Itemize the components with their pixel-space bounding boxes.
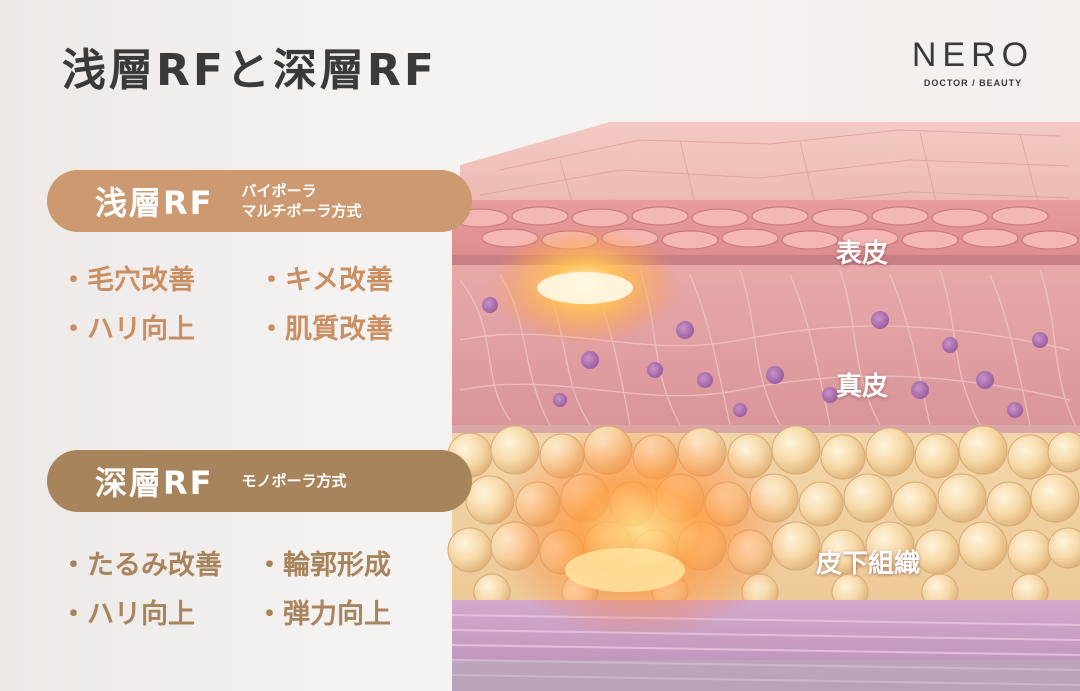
shallow-rf-title: 浅層RF bbox=[95, 184, 214, 222]
skin-layers-graphic bbox=[447, 122, 1080, 691]
effect-item: ・輪郭形成 bbox=[256, 550, 391, 581]
effect-item: ・弾力向上 bbox=[256, 599, 391, 630]
deep-rf-title: 深層RF bbox=[95, 464, 214, 502]
page-title: 浅層RFと深層RF bbox=[62, 45, 437, 96]
shallow-rf-method: バイポーラ bbox=[241, 182, 317, 200]
effect-item: ・たるみ改善 bbox=[60, 550, 222, 581]
epidermis-label: 表皮 bbox=[836, 239, 889, 269]
effect-item: ・ハリ向上 bbox=[60, 314, 195, 345]
shallow-rf-effects: ・毛穴改善 ・キメ改善 ・ハリ向上 ・肌質改善 bbox=[60, 258, 458, 346]
shallow-rf-methods: バイポーラ マルチポーラ方式 bbox=[242, 181, 362, 221]
skin-layer-illustration: 表皮 真皮 皮下組織 bbox=[440, 100, 1080, 691]
effect-item: ・肌質改善 bbox=[258, 314, 393, 345]
effect-item: ・毛穴改善 bbox=[60, 265, 195, 296]
subcutaneous-label: 皮下組織 bbox=[816, 549, 921, 579]
effect-item: ・キメ改善 bbox=[258, 265, 393, 296]
deep-rf-method: モノポーラ方式 bbox=[241, 472, 347, 490]
effect-item: ・ハリ向上 bbox=[60, 599, 195, 630]
dermis-label: 真皮 bbox=[836, 372, 889, 402]
shallow-rf-badge: 浅層RF バイポーラ マルチポーラ方式 bbox=[47, 170, 472, 232]
brand-logo: NERO DOCTOR / BEAUTY bbox=[908, 36, 1038, 88]
shallow-rf-method: マルチポーラ方式 bbox=[241, 202, 362, 220]
deep-rf-badge: 深層RF モノポーラ方式 bbox=[47, 450, 472, 512]
brand-name: NERO bbox=[911, 36, 1035, 74]
brand-tagline: DOCTOR / BEAUTY bbox=[923, 78, 1023, 88]
deep-rf-effects: ・たるみ改善 ・輪郭形成 ・ハリ向上 ・弾力向上 bbox=[60, 543, 456, 631]
